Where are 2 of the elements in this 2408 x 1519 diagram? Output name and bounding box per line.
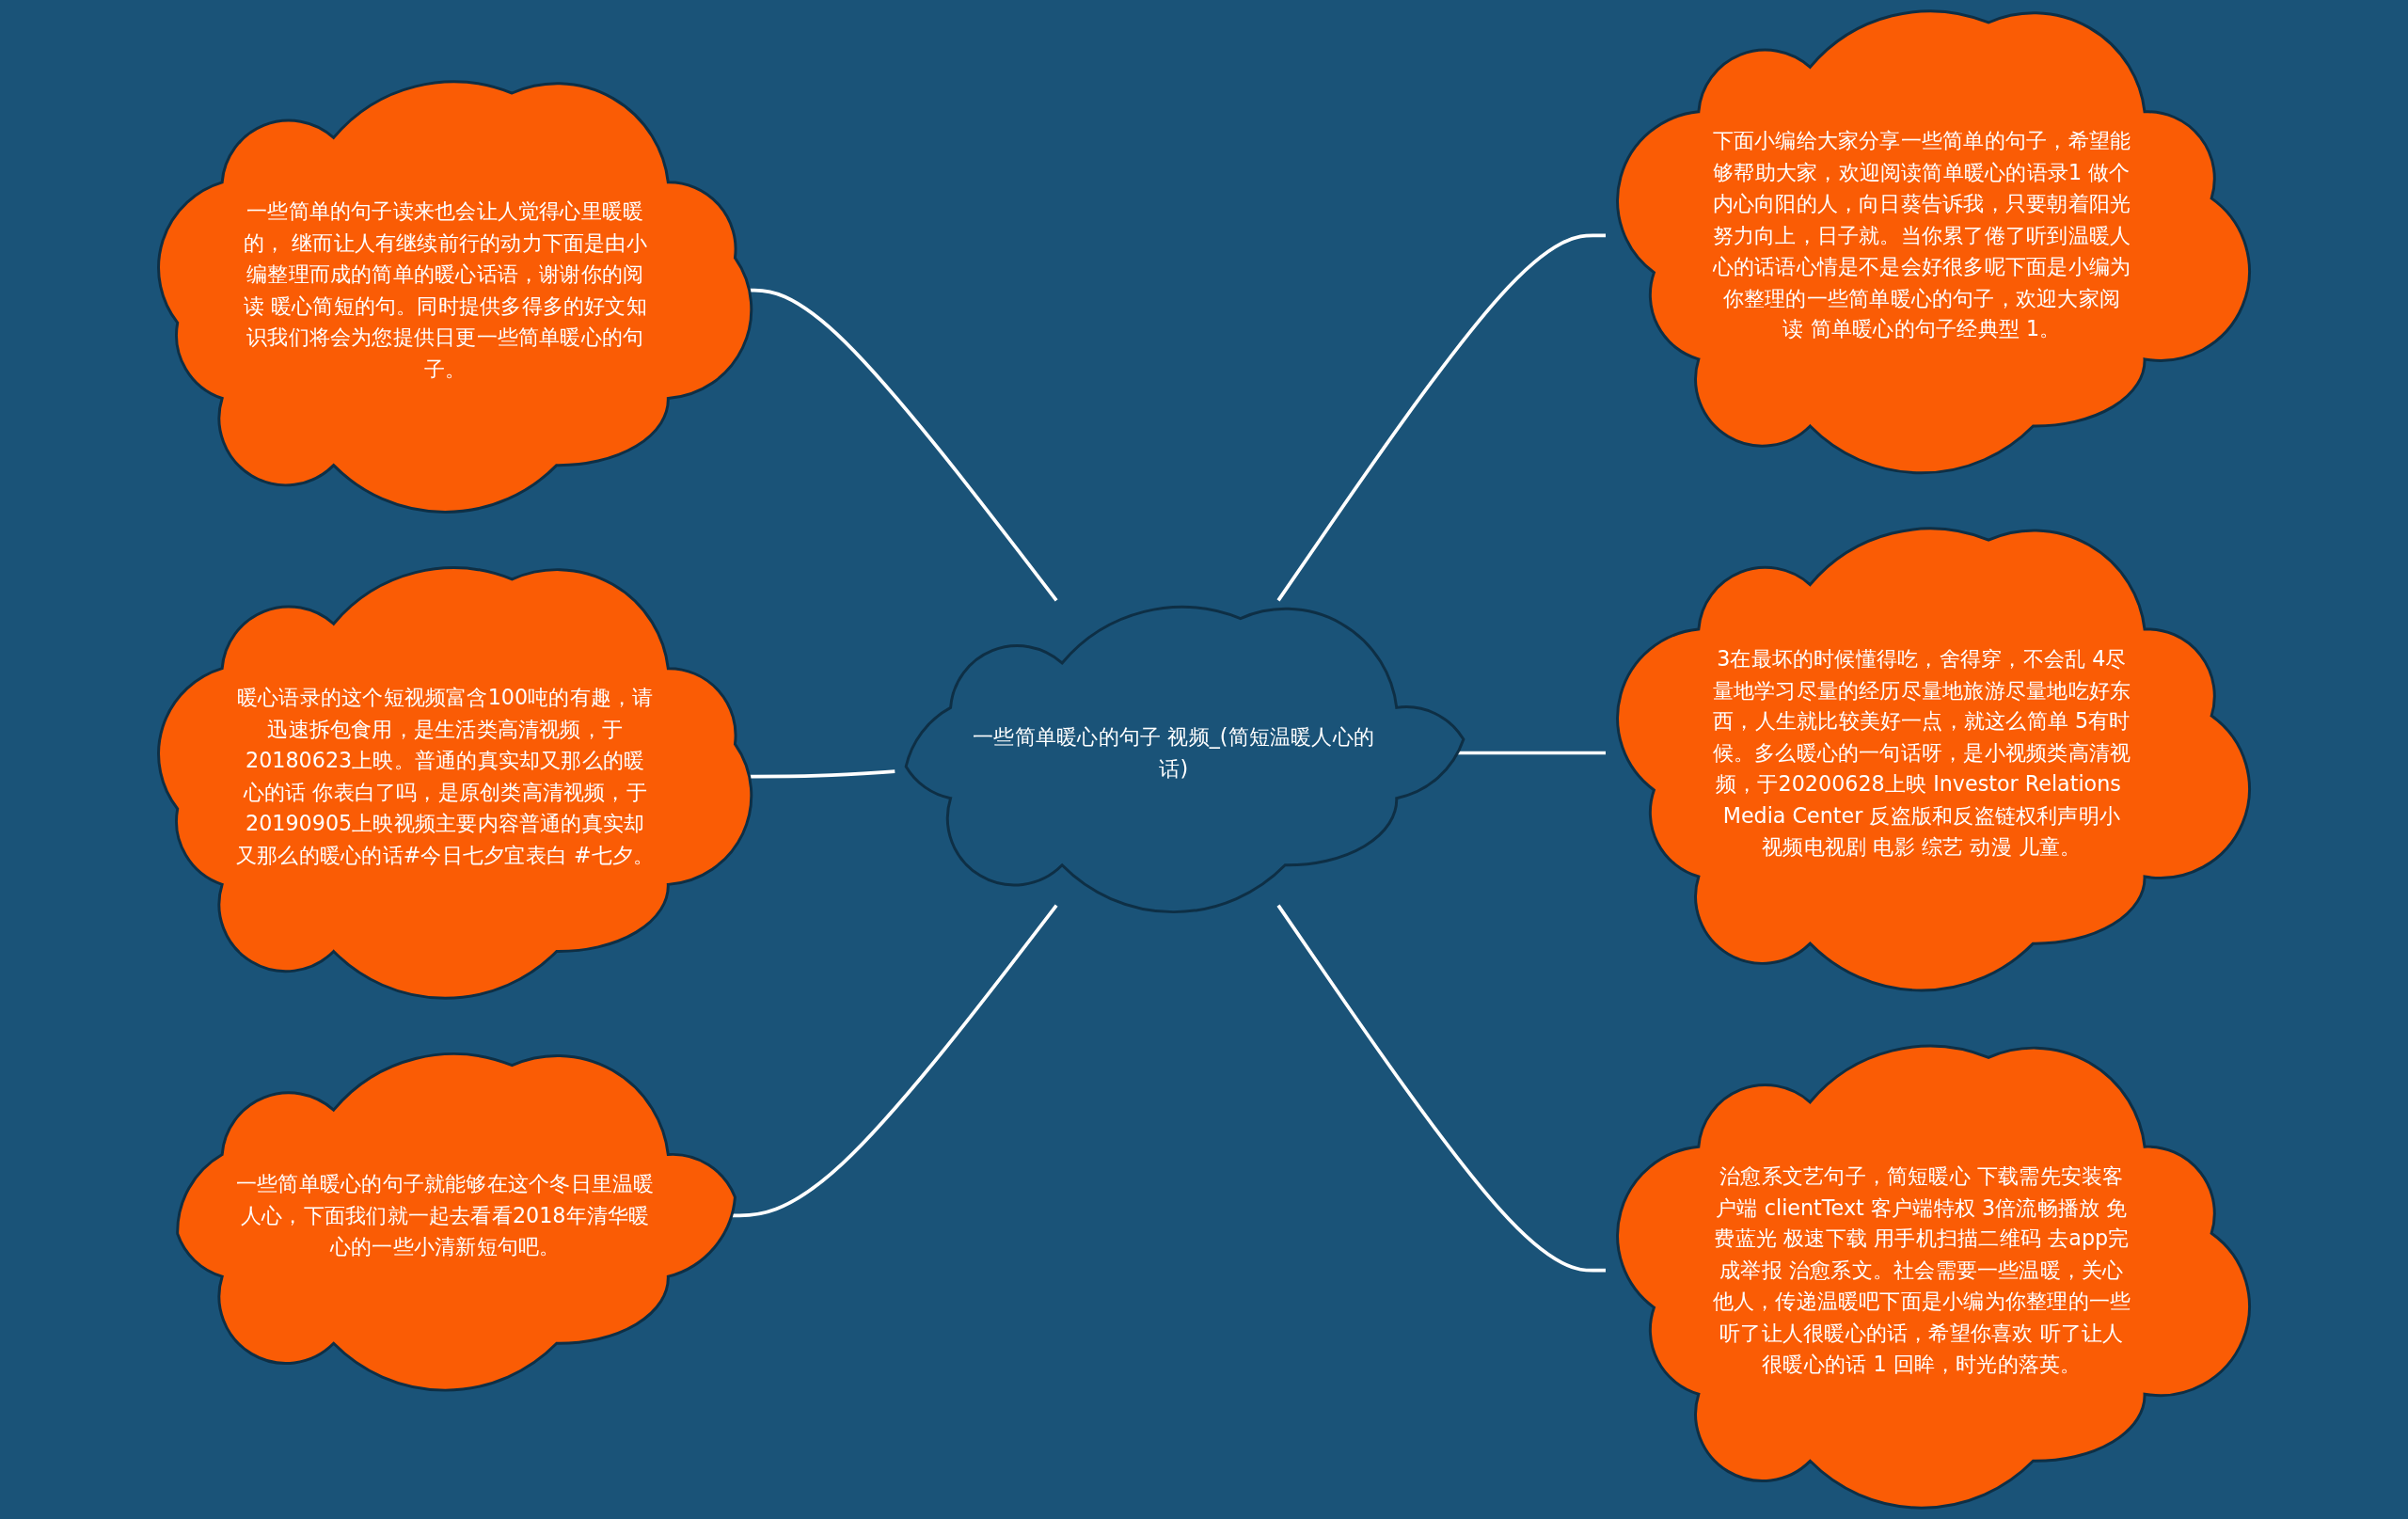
connector [1276, 233, 1606, 602]
connector [1276, 904, 1606, 1273]
